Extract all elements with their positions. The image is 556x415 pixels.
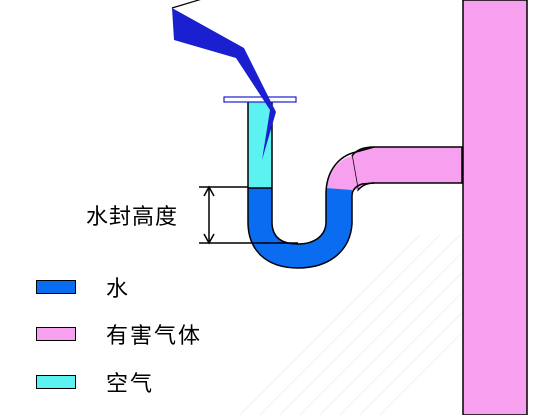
- background-hatching: [239, 234, 471, 415]
- legend-label-water: 水: [106, 277, 131, 302]
- outlet-bend-gas: [326, 156, 358, 190]
- stack-pipe: [462, 0, 528, 415]
- legend-swatch-water: [36, 280, 76, 294]
- funnel-stream: [172, 8, 276, 160]
- legend-swatch-harmful-gas: [36, 327, 76, 341]
- inlet-air: [248, 100, 272, 188]
- seal-height-label: 水封高度: [86, 205, 179, 230]
- legend-item-harmful-gas: 有害气体: [36, 318, 202, 350]
- legend-item-air: 空气: [36, 366, 154, 398]
- legend-label-air: 空气: [106, 372, 155, 397]
- legend-swatch-air: [36, 375, 76, 389]
- legend-item-water: 水: [36, 271, 130, 303]
- legend-label-harmful-gas: 有害气体: [106, 324, 203, 349]
- branch-pipe: [351, 146, 463, 192]
- seal-height-marker: [199, 185, 298, 245]
- drain-cap: [223, 96, 297, 103]
- trap-outline: [247, 100, 375, 269]
- funnel-top-edge: [171, 0, 201, 9]
